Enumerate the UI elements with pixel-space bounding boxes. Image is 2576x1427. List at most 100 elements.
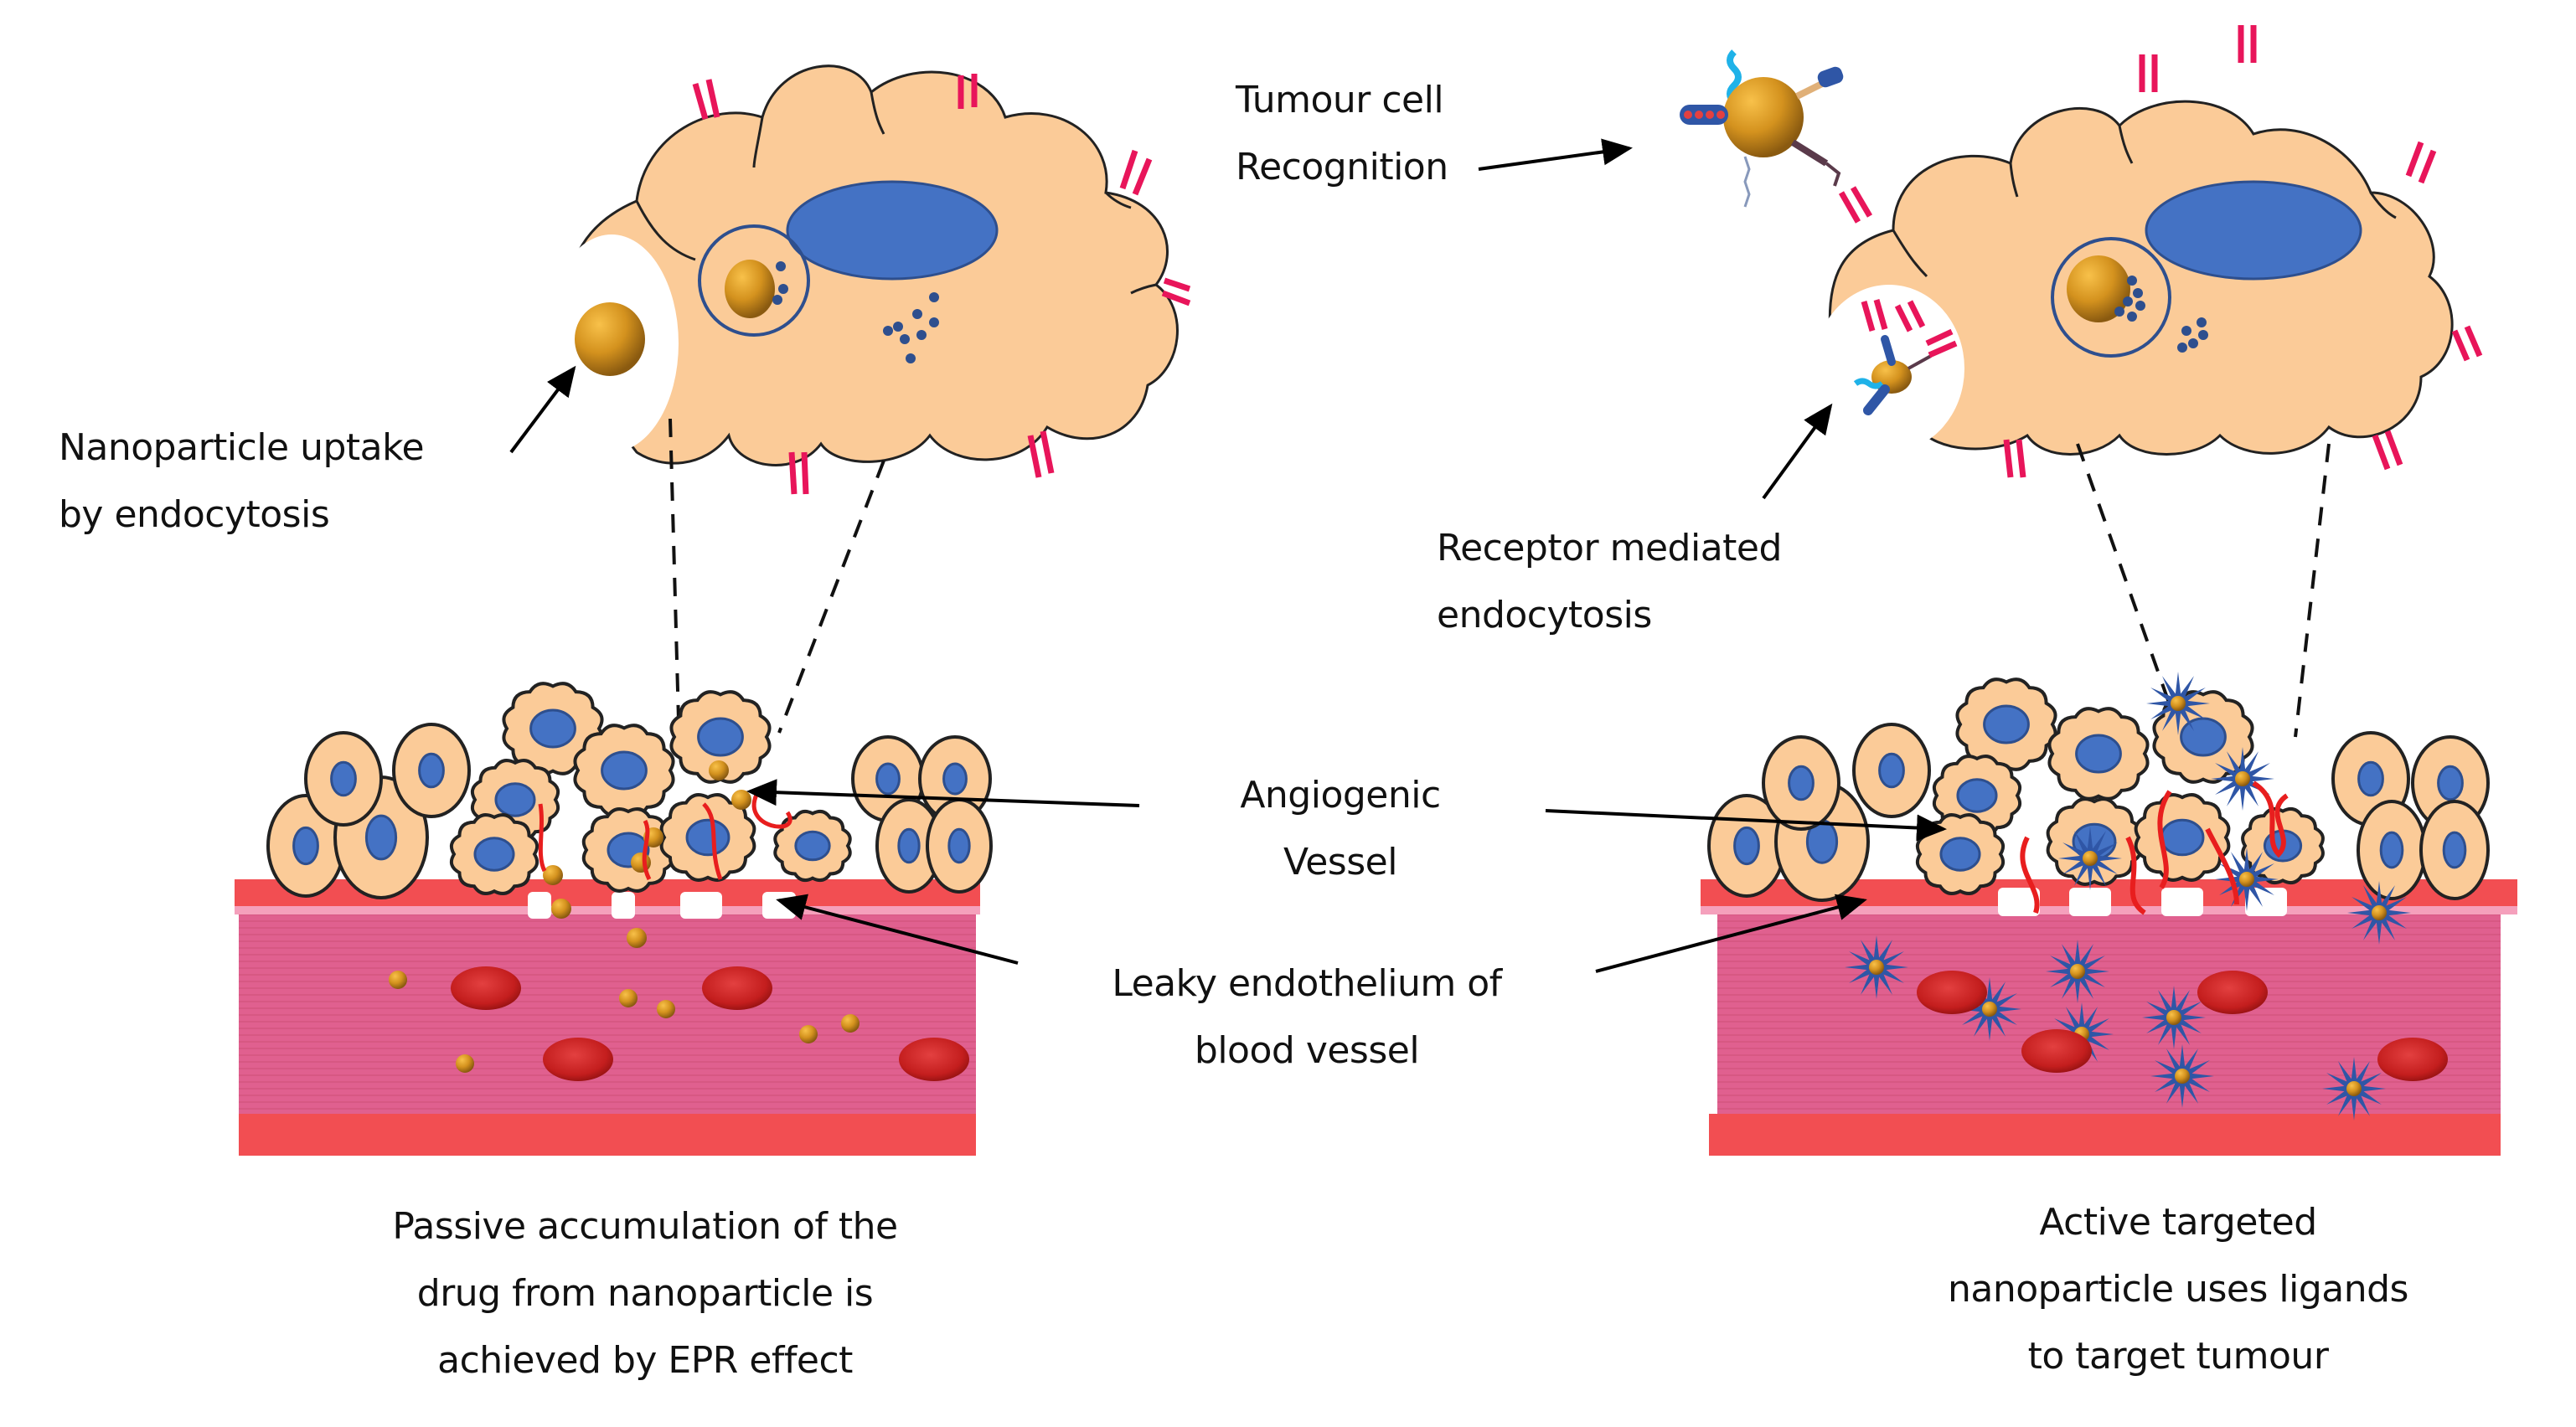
nucleus <box>1878 752 1905 789</box>
arrow-receptor-endocytosis <box>1762 403 1833 500</box>
nucleus <box>1956 778 1998 813</box>
vessel-lumen <box>1717 904 2501 1131</box>
gold-nanoparticle <box>841 1014 860 1033</box>
red-blood-cell <box>451 966 521 1010</box>
nucleus <box>2180 717 2227 757</box>
arrow-leaky-left <box>776 894 1019 965</box>
gold-nanoparticle <box>2171 696 2186 711</box>
callout-arrows <box>509 138 1947 973</box>
tumour-cell-passive <box>545 64 1191 495</box>
arrow-recognition <box>1478 138 1633 171</box>
drug-molecules-vesicle <box>772 261 788 305</box>
gold-nanoparticle <box>1869 960 1884 975</box>
nucleus <box>786 180 999 281</box>
drug-molecules-vesicle <box>2114 276 2145 322</box>
nucleus <box>529 708 576 749</box>
nucleus <box>897 827 921 864</box>
gold-nanoparticle <box>2070 964 2085 979</box>
gold-nanoparticle <box>1982 1002 1997 1017</box>
gold-nanoparticle <box>2372 905 2387 920</box>
nucleus <box>685 818 730 857</box>
nucleus <box>1788 765 1815 801</box>
nucleus <box>364 814 398 861</box>
vessel-wall-bottom <box>1709 1114 2501 1156</box>
nucleus <box>875 762 901 796</box>
receptors <box>692 74 1191 495</box>
red-blood-cell <box>2197 971 2268 1014</box>
gold-nanoparticle <box>2083 851 2098 866</box>
gold-nanoparticle <box>631 853 651 873</box>
endosome-vesicle <box>698 224 810 337</box>
red-blood-cell <box>702 966 772 1010</box>
released-drug-molecules <box>2177 317 2208 353</box>
released-drug-molecules <box>883 292 939 363</box>
label-leaky-endothelium: Leaky endothelium of blood vessel <box>1112 962 1502 1072</box>
nucleus <box>697 717 744 757</box>
callout-nanoparticle-uptake: Nanoparticle uptake by endocytosis <box>59 426 425 536</box>
red-blood-cell <box>899 1038 969 1081</box>
red-blood-cell <box>543 1038 613 1081</box>
gold-nanoparticle <box>543 865 563 885</box>
arrow-uptake <box>509 365 576 454</box>
gold-nanoparticle <box>575 302 645 376</box>
nucleus <box>2379 831 2404 869</box>
red-blood-cell <box>2377 1038 2448 1081</box>
vessel-lumen <box>239 904 976 1131</box>
tumour-cell-active <box>1814 25 2483 478</box>
gold-nanoparticle <box>456 1054 474 1073</box>
ligand-nanoparticle-entering <box>1853 335 1932 415</box>
nucleus <box>473 837 515 872</box>
vessel-wall-bottom <box>239 1114 976 1156</box>
nucleus <box>1983 704 2030 744</box>
callout-tumour-cell-recognition: Tumour cell Recognition <box>1236 79 1448 188</box>
gold-nanoparticle <box>627 928 647 948</box>
nucleus <box>794 830 831 862</box>
arrow-leaky-right <box>1595 894 1867 973</box>
nucleus <box>2357 760 2384 797</box>
tumour-tissue-passive <box>266 682 993 1081</box>
nucleus <box>494 782 536 817</box>
nucleus <box>418 752 445 789</box>
callout-receptor-mediated-endocytosis: Receptor mediated endocytosis <box>1437 527 1782 636</box>
nucleus <box>292 826 319 866</box>
nucleus <box>2437 765 2464 801</box>
gold-nanoparticle <box>551 899 571 919</box>
nucleus <box>947 827 971 864</box>
nucleus <box>2075 734 2122 774</box>
nanoparticle-in-vesicle <box>725 260 775 318</box>
red-blood-cell <box>1917 971 1987 1014</box>
receptors <box>1838 25 2483 478</box>
arrow-angiogenic-right <box>1545 809 1947 842</box>
label-angiogenic-vessel: Angiogenic Vessel <box>1240 774 1441 884</box>
nucleus <box>1733 826 1760 866</box>
gold-nanoparticle <box>731 790 751 810</box>
nanoparticle-in-vesicle <box>2067 255 2130 322</box>
gold-nanoparticle <box>2235 771 2250 786</box>
endosome-vesicle <box>2051 237 2171 358</box>
angiogenic-vessels-right <box>2020 780 2289 915</box>
gold-nanoparticle <box>657 1000 675 1018</box>
red-blood-cell <box>2021 1029 2092 1073</box>
ligand-decorated-nanoparticle <box>1680 49 1844 208</box>
gold-nanoparticle <box>2175 1069 2190 1084</box>
gold-nanoparticle <box>799 1025 818 1043</box>
gold-nanoparticle <box>619 989 638 1007</box>
zoom-guide-lines <box>669 418 2331 738</box>
nucleus <box>330 760 357 797</box>
tumour-tissue-active <box>1707 672 2490 1120</box>
arrow-angiogenic-left <box>746 779 1140 807</box>
nucleus <box>2442 831 2467 869</box>
gold-nanoparticle <box>709 760 729 780</box>
caption-active-targeting: Active targeted nanoparticle uses ligand… <box>1948 1201 2408 1378</box>
nucleus <box>2160 818 2205 857</box>
caption-passive-targeting: Passive accumulation of the drug from na… <box>392 1205 898 1382</box>
gold-nanoparticle <box>389 971 407 989</box>
nucleus <box>601 750 648 791</box>
gold-nanoparticle <box>2166 1010 2181 1025</box>
nucleus <box>2145 180 2362 281</box>
gold-nanoparticle <box>2239 872 2254 887</box>
blood-vessel-passive <box>235 879 980 1156</box>
nucleus <box>1939 837 1981 872</box>
gold-nanoparticle <box>2346 1081 2362 1096</box>
